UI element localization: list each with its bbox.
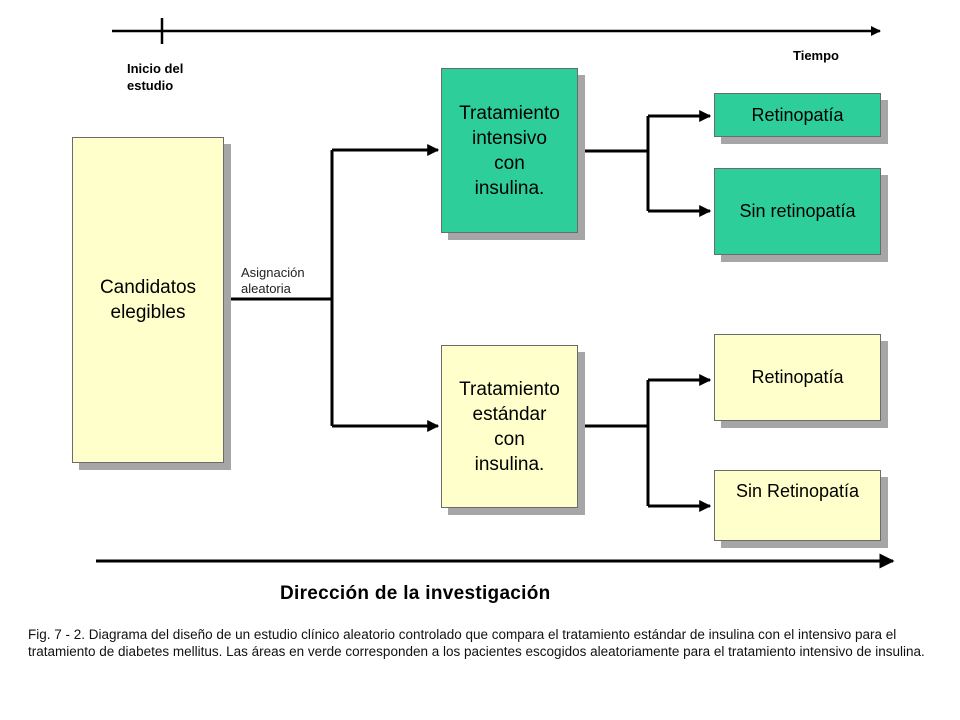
intensive-no-retinopathy-label: Sin retinopatía [739, 201, 856, 221]
time-label: Tiempo [793, 48, 839, 63]
standard-outcome-branch [578, 374, 712, 512]
study-start-label: Inicio del estudio [127, 61, 184, 93]
standard-retinopathy-box: Retinopatía [714, 334, 881, 421]
standard-no-retinopathy-box: Sin Retinopatía [714, 470, 881, 541]
timeline-axis [112, 18, 881, 44]
candidates-box: Candidatos elegibles [72, 137, 224, 463]
randomization-branch [224, 144, 440, 432]
intensive-treatment-label: Tratamiento intensivo con insulina. [459, 102, 560, 199]
intensive-retinopathy-label: Retinopatía [751, 104, 844, 125]
standard-treatment-box: Tratamiento estándar con insulina. [441, 345, 578, 508]
candidates-label: Candidatos elegibles [99, 277, 197, 323]
intensive-outcome-branch [578, 110, 712, 217]
figure-caption: Fig. 7 - 2. Diagrama del diseño de un es… [28, 627, 925, 659]
intensive-retinopathy-box: Retinopatía [714, 93, 881, 137]
direction-label: Dirección de la investigación [280, 583, 551, 604]
standard-treatment-label: Tratamiento estándar con insulina. [459, 378, 560, 475]
standard-no-retinopathy-label: Sin Retinopatía [735, 481, 860, 501]
standard-retinopathy-label: Retinopatía [751, 367, 844, 387]
intensive-treatment-box: Tratamiento intensivo con insulina. [441, 68, 578, 233]
intensive-no-retinopathy-box: Sin retinopatía [714, 168, 881, 255]
randomization-label: Asignación aleatoria [241, 265, 305, 296]
